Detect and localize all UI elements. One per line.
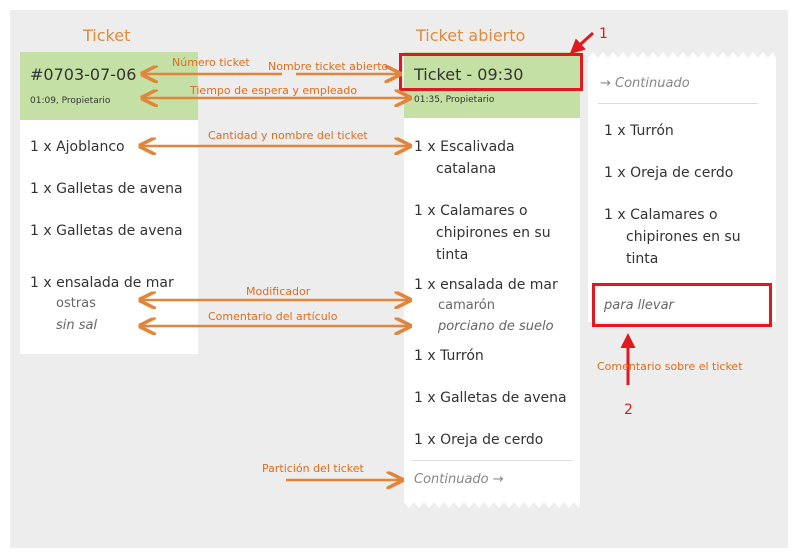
- open-ticket-item-modifier: camarón: [438, 298, 495, 313]
- label-item-comment: Comentario del artículo: [208, 310, 338, 323]
- open-ticket-item-line: 1 x Turrón: [414, 348, 484, 364]
- divider: [412, 460, 572, 461]
- open-ticket-item-line: tinta: [436, 247, 469, 263]
- open-ticket-item-line: chipirones en su: [436, 225, 551, 241]
- continued-label: Continuado →: [414, 472, 504, 487]
- open-ticket-header: Ticket - 09:30 01:35, Propietario: [404, 52, 580, 118]
- continued-ticket-item-line: 1 x Oreja de cerdo: [604, 165, 734, 181]
- divider: [598, 103, 758, 104]
- open-ticket-item-line: 1 x Galletas de avena: [414, 390, 567, 406]
- label-ticket-number: Número ticket: [172, 56, 250, 69]
- ticket-header: #0703-07-06 01:09, Propietario: [20, 52, 198, 120]
- ticket-item: 1 x ensalada de mar: [30, 275, 174, 291]
- continued-ticket-item-line: 1 x Calamares o: [604, 207, 718, 223]
- label-ticket-comment: Comentario sobre el ticket: [597, 360, 743, 373]
- ticket-item-modifier: ostras: [56, 296, 96, 311]
- ticket-meta: 01:09, Propietario: [30, 96, 111, 106]
- ticket-item-comment: sin sal: [56, 318, 98, 333]
- ticket-item: 1 x Galletas de avena: [30, 181, 183, 197]
- label-wait-employee: Tiempo de espera y empleado: [190, 84, 358, 97]
- open-ticket-item-line: 1 x Escalivada: [414, 139, 515, 155]
- open-ticket-meta: 01:35, Propietario: [414, 95, 495, 105]
- heading-open-ticket: Ticket abierto: [416, 26, 526, 45]
- continued-ticket-item-line: 1 x Turrón: [604, 123, 674, 139]
- label-ticket-split: Partición del ticket: [262, 462, 364, 475]
- marker-2: 2: [624, 402, 633, 418]
- zigzag-bottom-edge: [404, 502, 580, 508]
- zigzag-top-edge: [588, 52, 776, 58]
- open-ticket-name: Ticket - 09:30: [414, 65, 524, 84]
- red-arrow-1: [569, 31, 595, 55]
- continued-ticket-item-line: chipirones en su: [626, 229, 741, 245]
- label-qty-name: Cantidad y nombre del ticket: [208, 129, 368, 142]
- continued-ticket-item-line: tinta: [626, 251, 659, 267]
- continued-from-label: → Continuado: [600, 76, 690, 91]
- highlight-ticket-comment: [592, 283, 772, 327]
- continued-ticket-card: → Continuado 1 x Turrón 1 x Oreja de cer…: [588, 58, 776, 322]
- open-ticket-item-comment: porciano de suelo: [438, 319, 554, 334]
- label-modifier: Modificador: [246, 285, 311, 298]
- open-ticket-card: Ticket - 09:30 01:35, Propietario 1 x Es…: [404, 52, 580, 502]
- open-ticket-item-line: 1 x ensalada de mar: [414, 277, 558, 293]
- ticket-comment: para llevar: [604, 298, 674, 313]
- label-open-ticket-name: Nombre ticket abierto: [268, 60, 389, 73]
- ticket-number: #0703-07-06: [30, 65, 137, 84]
- open-ticket-item-line: 1 x Calamares o: [414, 203, 528, 219]
- heading-ticket: Ticket: [83, 26, 131, 45]
- ticket-item: 1 x Galletas de avena: [30, 223, 183, 239]
- open-ticket-item-line: 1 x Oreja de cerdo: [414, 432, 544, 448]
- marker-1: 1: [599, 26, 608, 42]
- ticket-item: 1 x Ajoblanco: [30, 139, 125, 155]
- open-ticket-item-line: catalana: [436, 161, 497, 177]
